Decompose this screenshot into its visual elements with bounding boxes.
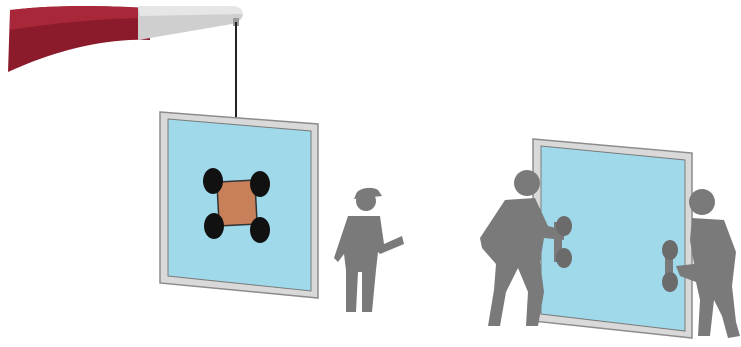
worker-silhouette-icon [334,188,404,312]
crane-boom-icon [8,6,243,72]
